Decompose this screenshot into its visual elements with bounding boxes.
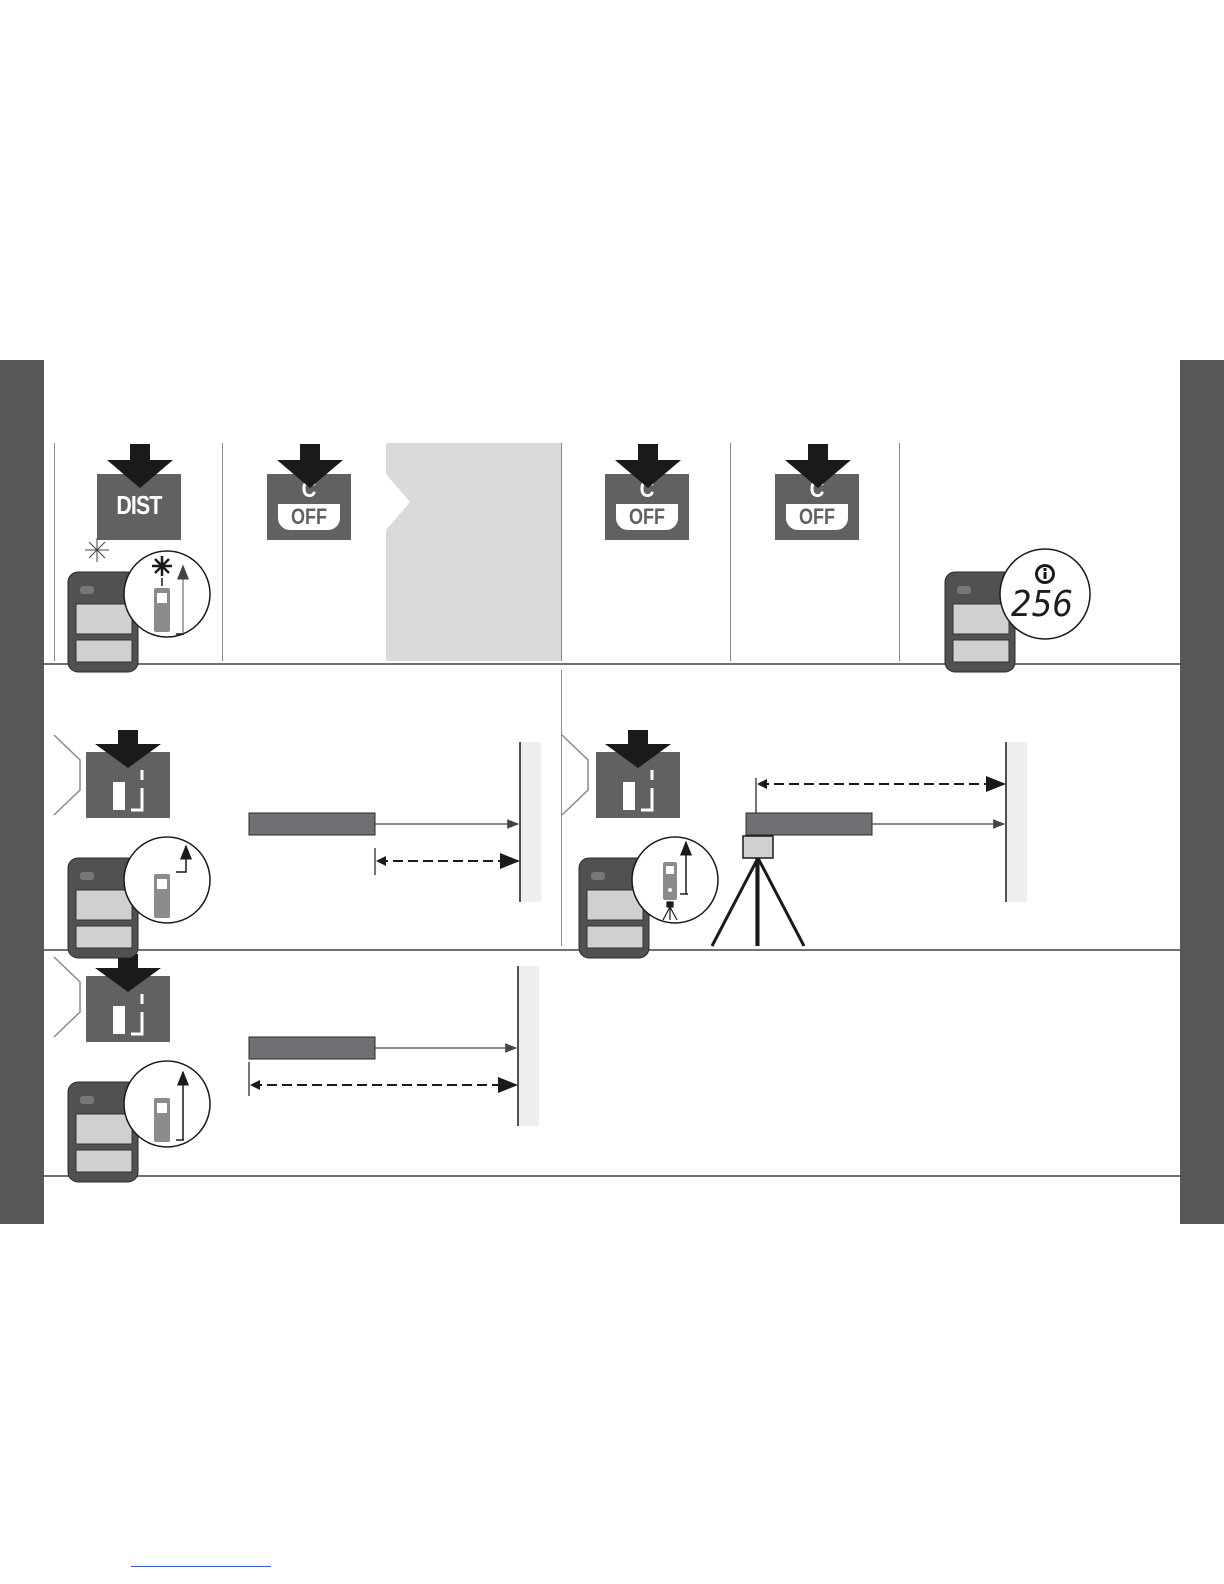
chevron-notch <box>386 474 410 530</box>
callout-bubble <box>632 837 718 923</box>
callout-bubble <box>124 1061 210 1147</box>
front-reference-diagram <box>249 742 541 902</box>
footer-link-underline[interactable] <box>131 1566 271 1567</box>
press-arrow-icon <box>785 444 851 488</box>
press-arrow-icon <box>615 444 681 488</box>
press-arrow-icon <box>277 444 343 488</box>
rear-reference-icon <box>113 770 142 810</box>
step-chevron <box>54 735 80 815</box>
laser-star-icon <box>85 538 109 562</box>
press-arrow-icon <box>95 954 161 992</box>
info-code-readout: 256 <box>1011 584 1073 625</box>
rear-reference-diagram <box>249 966 539 1126</box>
info-icon <box>1035 564 1055 584</box>
step-chevron <box>54 957 80 1037</box>
callout-bubble <box>124 837 210 923</box>
callout-bubble <box>124 551 210 637</box>
rear-reference-icon <box>623 770 652 810</box>
press-arrow-icon <box>107 444 173 488</box>
press-arrow-icon <box>605 730 671 768</box>
press-arrow-icon <box>95 730 161 768</box>
tripod-reference-diagram <box>712 742 1027 946</box>
step-chevron <box>562 735 588 815</box>
rear-reference-icon <box>113 994 142 1034</box>
